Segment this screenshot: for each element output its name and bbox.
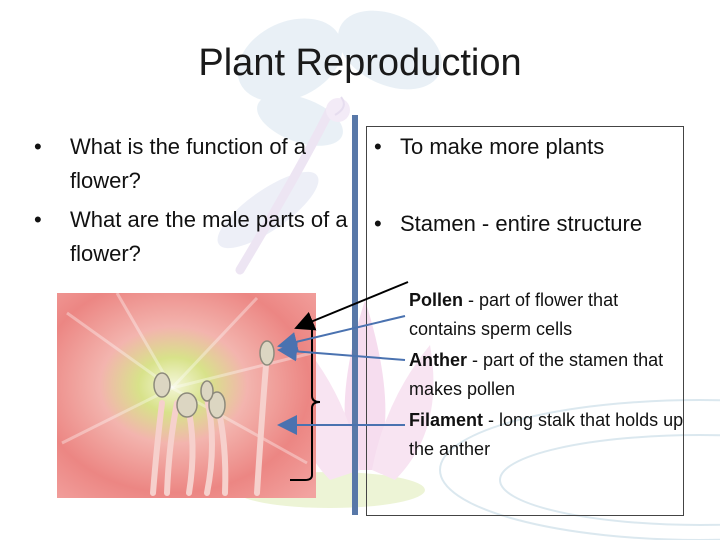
answer-text: Stamen - entire structure xyxy=(400,211,643,236)
dragonfly-watermark-icon xyxy=(217,10,442,275)
answer-item: • Stamen - entire structure xyxy=(372,207,672,241)
stamen-parts-list: Pollen - part of flower that contains sp… xyxy=(409,286,689,466)
part-term: Pollen xyxy=(409,290,464,310)
slide-title: Plant Reproduction xyxy=(198,42,522,84)
question-item: • What are the male parts of a flower? xyxy=(28,203,358,271)
flower-photo xyxy=(57,293,316,498)
question-item: • What is the function of a flower? xyxy=(28,130,358,198)
bullet-marker: • xyxy=(34,207,42,232)
stamen-part-item: Filament - long stalk that holds up the … xyxy=(409,406,689,464)
answer-item: • To make more plants xyxy=(372,130,672,164)
question-text: What are the male parts of a flower? xyxy=(70,207,348,266)
part-description: - part of flower that contains sperm cel… xyxy=(409,290,619,339)
part-description: - long stalk that holds up the anther xyxy=(409,410,684,459)
bullet-marker: • xyxy=(374,211,382,236)
part-description: - part of the stamen that makes pollen xyxy=(409,350,664,399)
stamen-group xyxy=(150,350,270,496)
water-ripple-watermark xyxy=(439,399,720,540)
question-text: What is the function of a flower? xyxy=(70,134,307,193)
answer-text: To make more plants xyxy=(400,134,605,159)
question-list: • What is the function of a flower? • Wh… xyxy=(28,130,358,276)
stamen-part-item: Pollen - part of flower that contains sp… xyxy=(409,286,689,344)
anther-group xyxy=(153,340,275,419)
stamen-part-item: Anther - part of the stamen that makes p… xyxy=(409,346,689,404)
bullet-marker: • xyxy=(374,134,382,159)
bullet-marker: • xyxy=(34,134,42,159)
part-term: Filament xyxy=(409,410,484,430)
part-term: Anther xyxy=(409,350,467,370)
answer-list: • To make more plants • Stamen - entire … xyxy=(372,130,672,246)
